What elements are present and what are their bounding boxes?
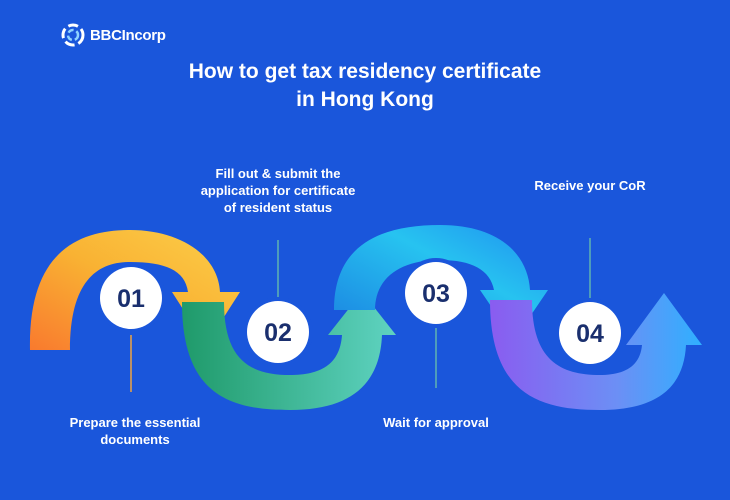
swirl-logo-icon [61, 23, 85, 47]
step-badge-4: 04 [555, 298, 625, 368]
step-number-1: 01 [117, 285, 145, 313]
step-label-3: Wait for approval [383, 415, 489, 430]
brand-name: BBCIncorp [90, 26, 166, 44]
arch-arrow-1 [29, 230, 240, 350]
step-number-4: 04 [576, 320, 604, 348]
u-arrow-4 [490, 293, 702, 410]
step-badge-1: 01 [96, 263, 166, 333]
step-number-2: 02 [264, 319, 292, 347]
step-badge-3: 03 [401, 258, 471, 328]
title-line-1: How to get tax residency certificate [188, 60, 542, 83]
title-line-2: in Hong Kong [296, 88, 434, 111]
brand-logo: BBCIncorp [60, 22, 166, 48]
step-label-2: Fill out & submit the application for ce… [200, 166, 356, 215]
page-title: How to get tax residency certificate in … [0, 58, 730, 114]
step-number-3: 03 [422, 280, 450, 308]
step-label-1: Prepare the essential documents [69, 415, 201, 447]
u-arrow-2 [182, 292, 396, 410]
step-badge-2: 02 [243, 297, 313, 367]
step-label-4: Receive your CoR [534, 178, 646, 193]
